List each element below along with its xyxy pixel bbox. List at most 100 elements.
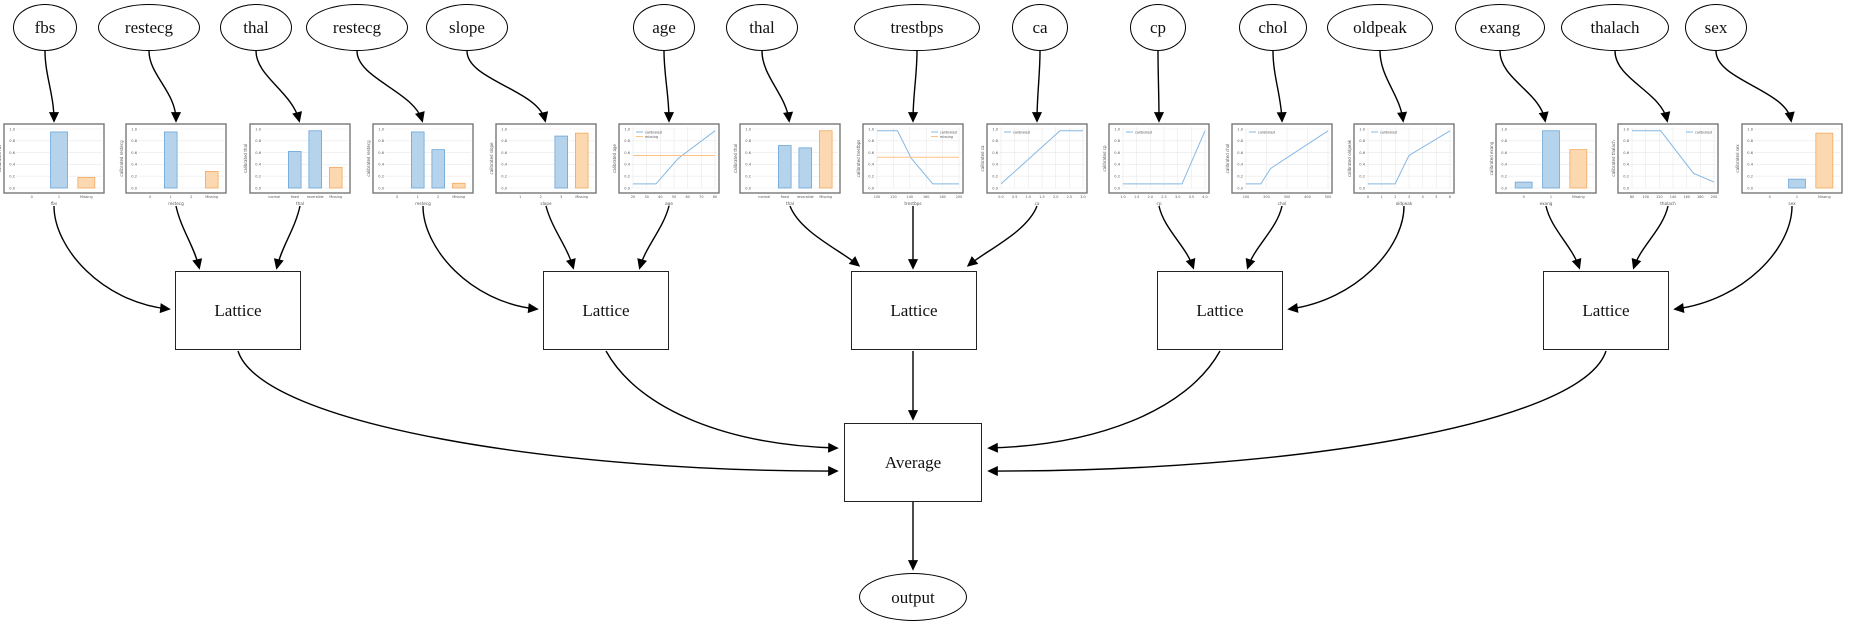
chart-xtick: normal [758, 195, 770, 199]
feature-label: slope [449, 18, 485, 37]
bar-Missing [818, 130, 833, 189]
chart-xlabel: age [665, 201, 673, 206]
chart-ytick: 0.8 [1237, 139, 1243, 143]
chart-ytick: 0.2 [1237, 175, 1243, 179]
chart-xtick: 1 [58, 195, 60, 199]
chart-xlabel: sex [1788, 201, 1796, 206]
chart-ytick: 0.4 [1114, 163, 1120, 167]
edge-chart-sex-to-lattice-5 [1673, 205, 1793, 313]
chart-xtick: 3.0 [1175, 195, 1180, 199]
chart-ytick: 0.8 [992, 139, 998, 143]
chart-ytick: 0.8 [1114, 139, 1120, 143]
chart-ytick: 0.4 [9, 163, 15, 167]
chart-xtick: 3.0 [1080, 195, 1085, 199]
chart-ytick: 0.0 [501, 186, 507, 190]
chart-xtick: 0.5 [1012, 195, 1017, 199]
chart-ytick: 0.8 [255, 139, 261, 143]
chart-xtick: 1.5 [1039, 195, 1044, 199]
edge-chart-exang-to-lattice-5 [1545, 205, 1582, 270]
legend-label: calibrated [1135, 130, 1152, 134]
chart-xtick: 140 [907, 195, 913, 199]
edge-cp-to-chart [1153, 50, 1165, 123]
chart-ytick: 0.4 [868, 163, 874, 167]
edge-thalach-to-chart [1614, 50, 1671, 123]
chart-xlabel: trestbps [904, 201, 921, 206]
chart-xtick: 5 [1435, 195, 1437, 199]
chart-ytick: 0.6 [1623, 151, 1629, 155]
chart-ytick: 1.0 [1114, 127, 1120, 131]
chart-xtick: fixed [781, 195, 789, 199]
edge-chart-thalach-to-lattice-5 [1631, 205, 1669, 270]
feature-node-thal2: thal [726, 4, 798, 51]
output-node: output [859, 573, 967, 621]
feature-node-trestbps: trestbps [854, 4, 980, 51]
chart-ytick: 0.8 [1501, 139, 1507, 143]
feature-node-slope: slope [426, 4, 508, 51]
chart-xlabel: fbs [51, 201, 57, 206]
lattice-label: Lattice [214, 301, 262, 320]
feature-label: chol [1258, 18, 1288, 37]
line-calibrated [1246, 130, 1329, 185]
chart-ytick: 0.6 [255, 151, 261, 155]
chart-xtick: 200 [1263, 195, 1269, 199]
chart-xtick: 200 [956, 195, 962, 199]
chart-ytick: 0.8 [624, 139, 630, 143]
chart-ylabel: calibrated sex [1735, 144, 1740, 173]
legend-label: missing [940, 135, 953, 139]
chart-xtick: 1 [417, 195, 419, 199]
chart-xtick: 100 [1642, 195, 1648, 199]
bar-Missing [204, 171, 219, 189]
feature-label: cp [1149, 18, 1167, 37]
feature-label: ca [1032, 18, 1048, 37]
chart-ytick: 0.6 [378, 151, 384, 155]
edge-chart-restecg-to-lattice-1 [175, 205, 203, 270]
chart-ytick: 0.0 [992, 186, 998, 190]
edge-age-to-chart [663, 50, 675, 123]
chart-ytick: 0.4 [1359, 163, 1365, 167]
chart-ytick: 0.6 [501, 151, 507, 155]
chart-xtick: 160 [1683, 195, 1689, 199]
edge-chol-to-chart [1272, 50, 1287, 123]
chart-xtick: 0 [1367, 195, 1369, 199]
bar-reversible [798, 147, 813, 189]
chart-ylabel: calibrated thal [733, 144, 738, 173]
lattice-label: Lattice [582, 301, 630, 320]
chart-frame [1353, 123, 1455, 194]
chart-xtick: 70 [699, 195, 703, 199]
chart-ylabel: calibrated chol [1225, 144, 1230, 174]
legend-label: calibrated [645, 130, 662, 134]
chart-frame [1108, 123, 1210, 194]
chart-xtick: Missing [819, 195, 832, 199]
edge-chart-ca-to-lattice-3 [966, 205, 1038, 267]
chart-ytick: 0.6 [868, 151, 874, 155]
feature-label: exang [1479, 18, 1521, 37]
chart-xtick: reversible [307, 195, 324, 199]
chart-xtick: 60 [686, 195, 690, 199]
chart-xtick: 160 [923, 195, 929, 199]
chart-ytick: 1.0 [992, 127, 998, 131]
chart-ytick: 0.6 [1359, 151, 1365, 155]
edge-lattice-2-to-average [605, 350, 839, 453]
chart-xtick: 300 [1284, 195, 1290, 199]
legend-label: missing [645, 135, 658, 139]
feature-node-ca: ca [1012, 4, 1068, 51]
chart-ytick: 0.0 [1359, 186, 1365, 190]
lattice-label: Lattice [1582, 301, 1630, 320]
edge-restecg2-to-chart [356, 50, 425, 123]
chart-ylabel: calibrated fbs [0, 145, 2, 172]
lattice-node-4: Lattice [1157, 271, 1283, 350]
